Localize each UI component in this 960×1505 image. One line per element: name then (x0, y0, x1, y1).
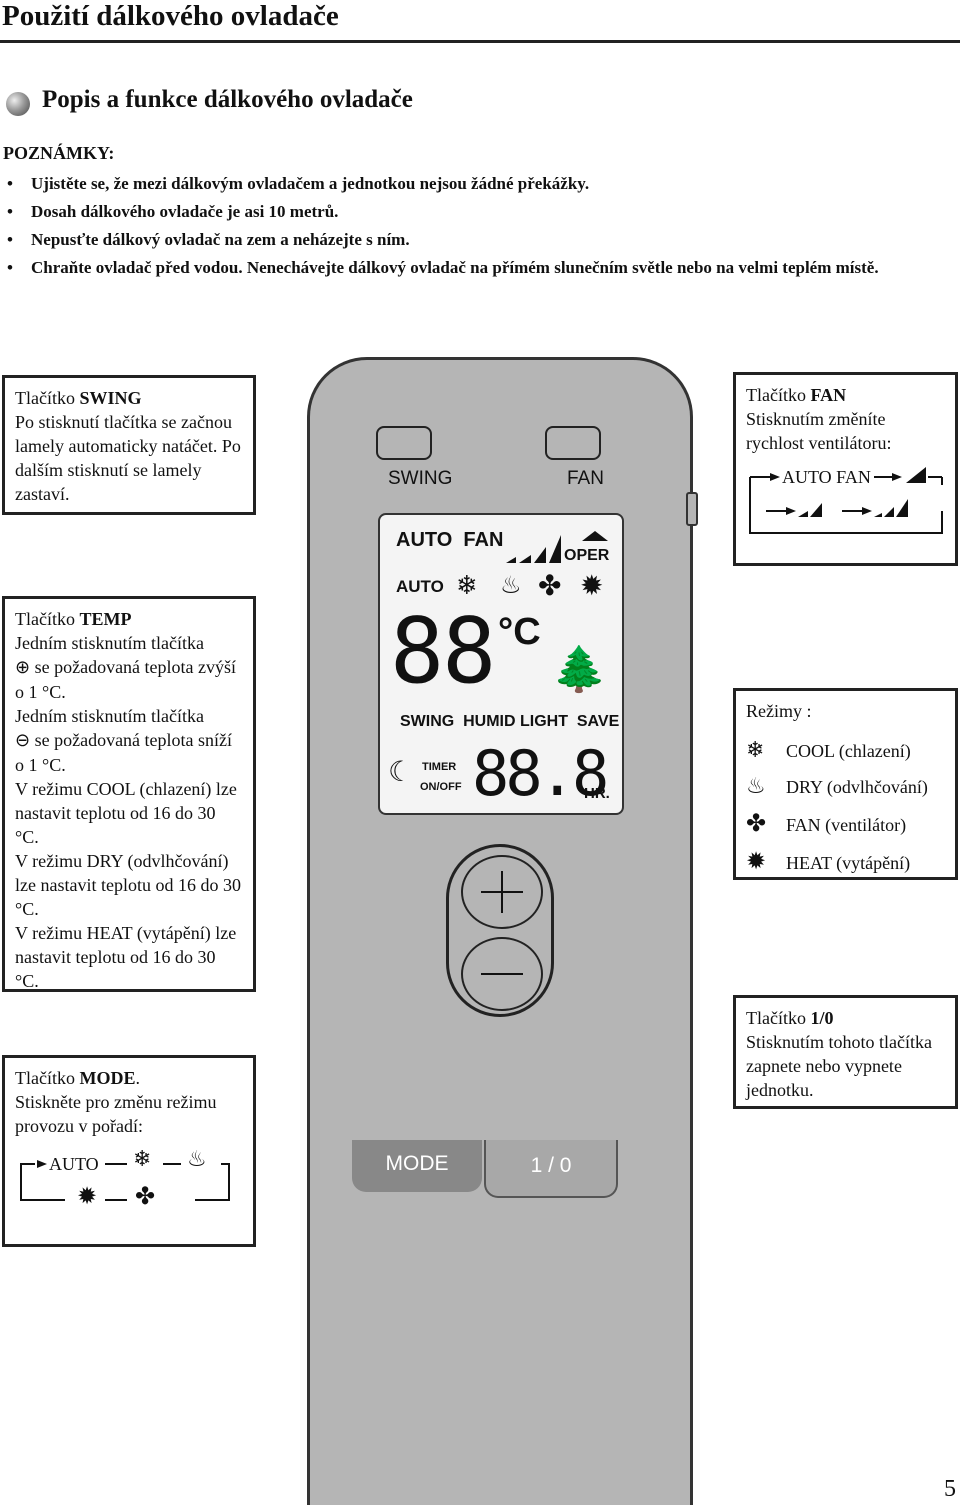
fan-label: FAN (567, 468, 604, 489)
list-item: Dosah dálkového ovladače je asi 10 metrů… (7, 198, 957, 226)
onoff-callout: Tlačítko 1/0 Stisknutím tohoto tlačítka … (733, 995, 958, 1109)
minus-icon (481, 973, 523, 975)
lcd-display: AUTO FAN OPER AUTO ❄ ♨ ✤ ✹ 88 °C 🌲 SWING… (378, 513, 624, 815)
temp-line-7: V režimu HEAT (vytápění) lze nastavit te… (15, 923, 237, 991)
fan-sequence-label: AUTO FAN (782, 467, 871, 487)
fan-speed-bars-icon (506, 535, 561, 563)
lcd-dry-icon: ♨ (500, 571, 522, 599)
dry-icon: ♨ (746, 774, 766, 799)
lcd-onoff: ON/OFF (420, 781, 462, 793)
mode-description: Stiskněte pro změnu režimu provozu v poř… (15, 1092, 217, 1136)
mode-button[interactable]: MODE (352, 1140, 482, 1192)
oper-triangle-icon (582, 531, 608, 541)
remote-side-tab (686, 492, 698, 526)
seq-snowflake-icon: ❄ (133, 1147, 152, 1172)
temp-rocker (446, 844, 554, 1017)
mode-callout: Tlačítko MODE. Stiskněte pro změnu režim… (2, 1055, 256, 1247)
temp-line-6: V režimu DRY (odvlhčování) lze nastavit … (15, 851, 241, 919)
list-item: Chraňte ovladač před vodou. Nenechávejte… (7, 254, 957, 282)
lcd-auto-fan: AUTO FAN (396, 529, 504, 551)
fan-icon: ✤ (746, 809, 767, 837)
modes-callout: Režimy : ❄ COOL (chlazení) ♨ DRY (odvlhčov… (733, 688, 958, 880)
mode-sequence-auto: AUTO (49, 1154, 99, 1174)
seq-fan-icon: ✤ (135, 1182, 156, 1210)
lcd-hr: HR. (584, 785, 610, 802)
lcd-fan-icon: ✤ (538, 569, 562, 602)
lcd-unit: °C (498, 611, 541, 653)
plus-circle-icon: ⊕ (15, 657, 31, 678)
mode-heat-label: HEAT (vytápění) (786, 853, 911, 873)
temp-minus-button[interactable] (461, 937, 543, 1011)
seq-sun-icon: ✹ (77, 1182, 98, 1210)
swing-callout: Tlačítko SWING Po stisknutí tlačítka se … (2, 375, 256, 515)
temp-line-2: se požadovaná teplota zvýší o 1 °C. (15, 657, 237, 702)
swing-button[interactable] (376, 426, 432, 460)
modes-title: Režimy : (746, 701, 812, 721)
onoff-description: Stisknutím tohoto tlačítka zapnete nebo … (746, 1032, 932, 1100)
lcd-indicators: SWING HUMID LIGHT SAVE (400, 713, 620, 730)
notes-list: Ujistěte se, že mezi dálkovým ovladačem … (7, 170, 957, 282)
temp-title: TEMP (79, 609, 132, 629)
temp-line-1: Jedním stisknutím tlačítka (15, 633, 204, 653)
mode-cool-label: COOL (chlazení) (786, 741, 911, 761)
section-bullet-icon (6, 92, 30, 116)
onoff-title-prefix: Tlačítko (746, 1008, 811, 1028)
lcd-oper: OPER (564, 547, 610, 564)
page-number: 5 (944, 1476, 956, 1502)
list-item: Nepusťte dálkový ovladač na zem a neháze… (7, 226, 957, 254)
lcd-time-digits: 88.8 (472, 737, 609, 810)
temp-line-3: Jedním stisknutím tlačítka (15, 706, 204, 726)
temp-line-5: V režimu COOL (chlazení) lze nastavit te… (15, 779, 237, 847)
fan-callout: Tlačítko FAN Stisknutím změníte rychlost… (733, 372, 958, 566)
temp-line-4: se požadovaná teplota sníží o 1 °C. (15, 730, 233, 775)
fan-title: FAN (810, 385, 847, 405)
mode-dry-label: DRY (odvlhčování) (786, 777, 928, 797)
temp-callout: Tlačítko TEMP Jedním stisknutím tlačítka… (2, 596, 256, 992)
sun-icon: ✹ (746, 847, 767, 875)
notes-heading: POZNÁMKY: (3, 143, 115, 163)
lcd-temp-digits: 88 (390, 599, 496, 704)
title-rule (0, 40, 960, 43)
onoff-title: 1/0 (810, 1008, 834, 1028)
mode-fan-label: FAN (ventilátor) (786, 815, 907, 835)
lcd-timer: TIMER (422, 761, 457, 773)
swing-title-prefix: Tlačítko (15, 388, 80, 408)
swing-title: SWING (79, 388, 142, 408)
section-title: Popis a funkce dálkového ovladače (42, 86, 413, 113)
list-item: Ujistěte se, že mezi dálkovým ovladačem … (7, 170, 957, 198)
mode-title-suffix: . (135, 1068, 140, 1088)
minus-circle-icon: ⊖ (15, 730, 31, 751)
swing-description: Po stisknutí tlačítka se začnou lamely a… (15, 412, 241, 504)
fan-title-prefix: Tlačítko (746, 385, 811, 405)
fan-description: Stisknutím změníte rychlost ventilátoru: (746, 409, 892, 453)
swing-label: SWING (388, 468, 453, 489)
lcd-auto: AUTO (396, 577, 444, 596)
seq-dry-icon: ♨ (187, 1147, 207, 1172)
fan-button[interactable] (545, 426, 601, 460)
mode-title: MODE (79, 1068, 136, 1088)
lcd-moon-icon: ☾ (388, 755, 414, 788)
mode-title-prefix: Tlačítko (15, 1068, 80, 1088)
lcd-snowflake-icon: ❄ (456, 571, 478, 601)
lcd-sun-icon: ✹ (580, 569, 604, 602)
plus-icon (481, 871, 523, 913)
lcd-tree-icon: 🌲 (552, 644, 607, 695)
onoff-button[interactable]: 1 / 0 (484, 1140, 618, 1198)
snowflake-icon: ❄ (746, 738, 765, 763)
temp-plus-button[interactable] (461, 855, 543, 929)
fan-sequence-diagram (749, 467, 943, 534)
mode-sequence-diagram (20, 1160, 230, 1201)
temp-title-prefix: Tlačítko (15, 609, 80, 629)
page-title: Použití dálkového ovladače (2, 0, 339, 32)
